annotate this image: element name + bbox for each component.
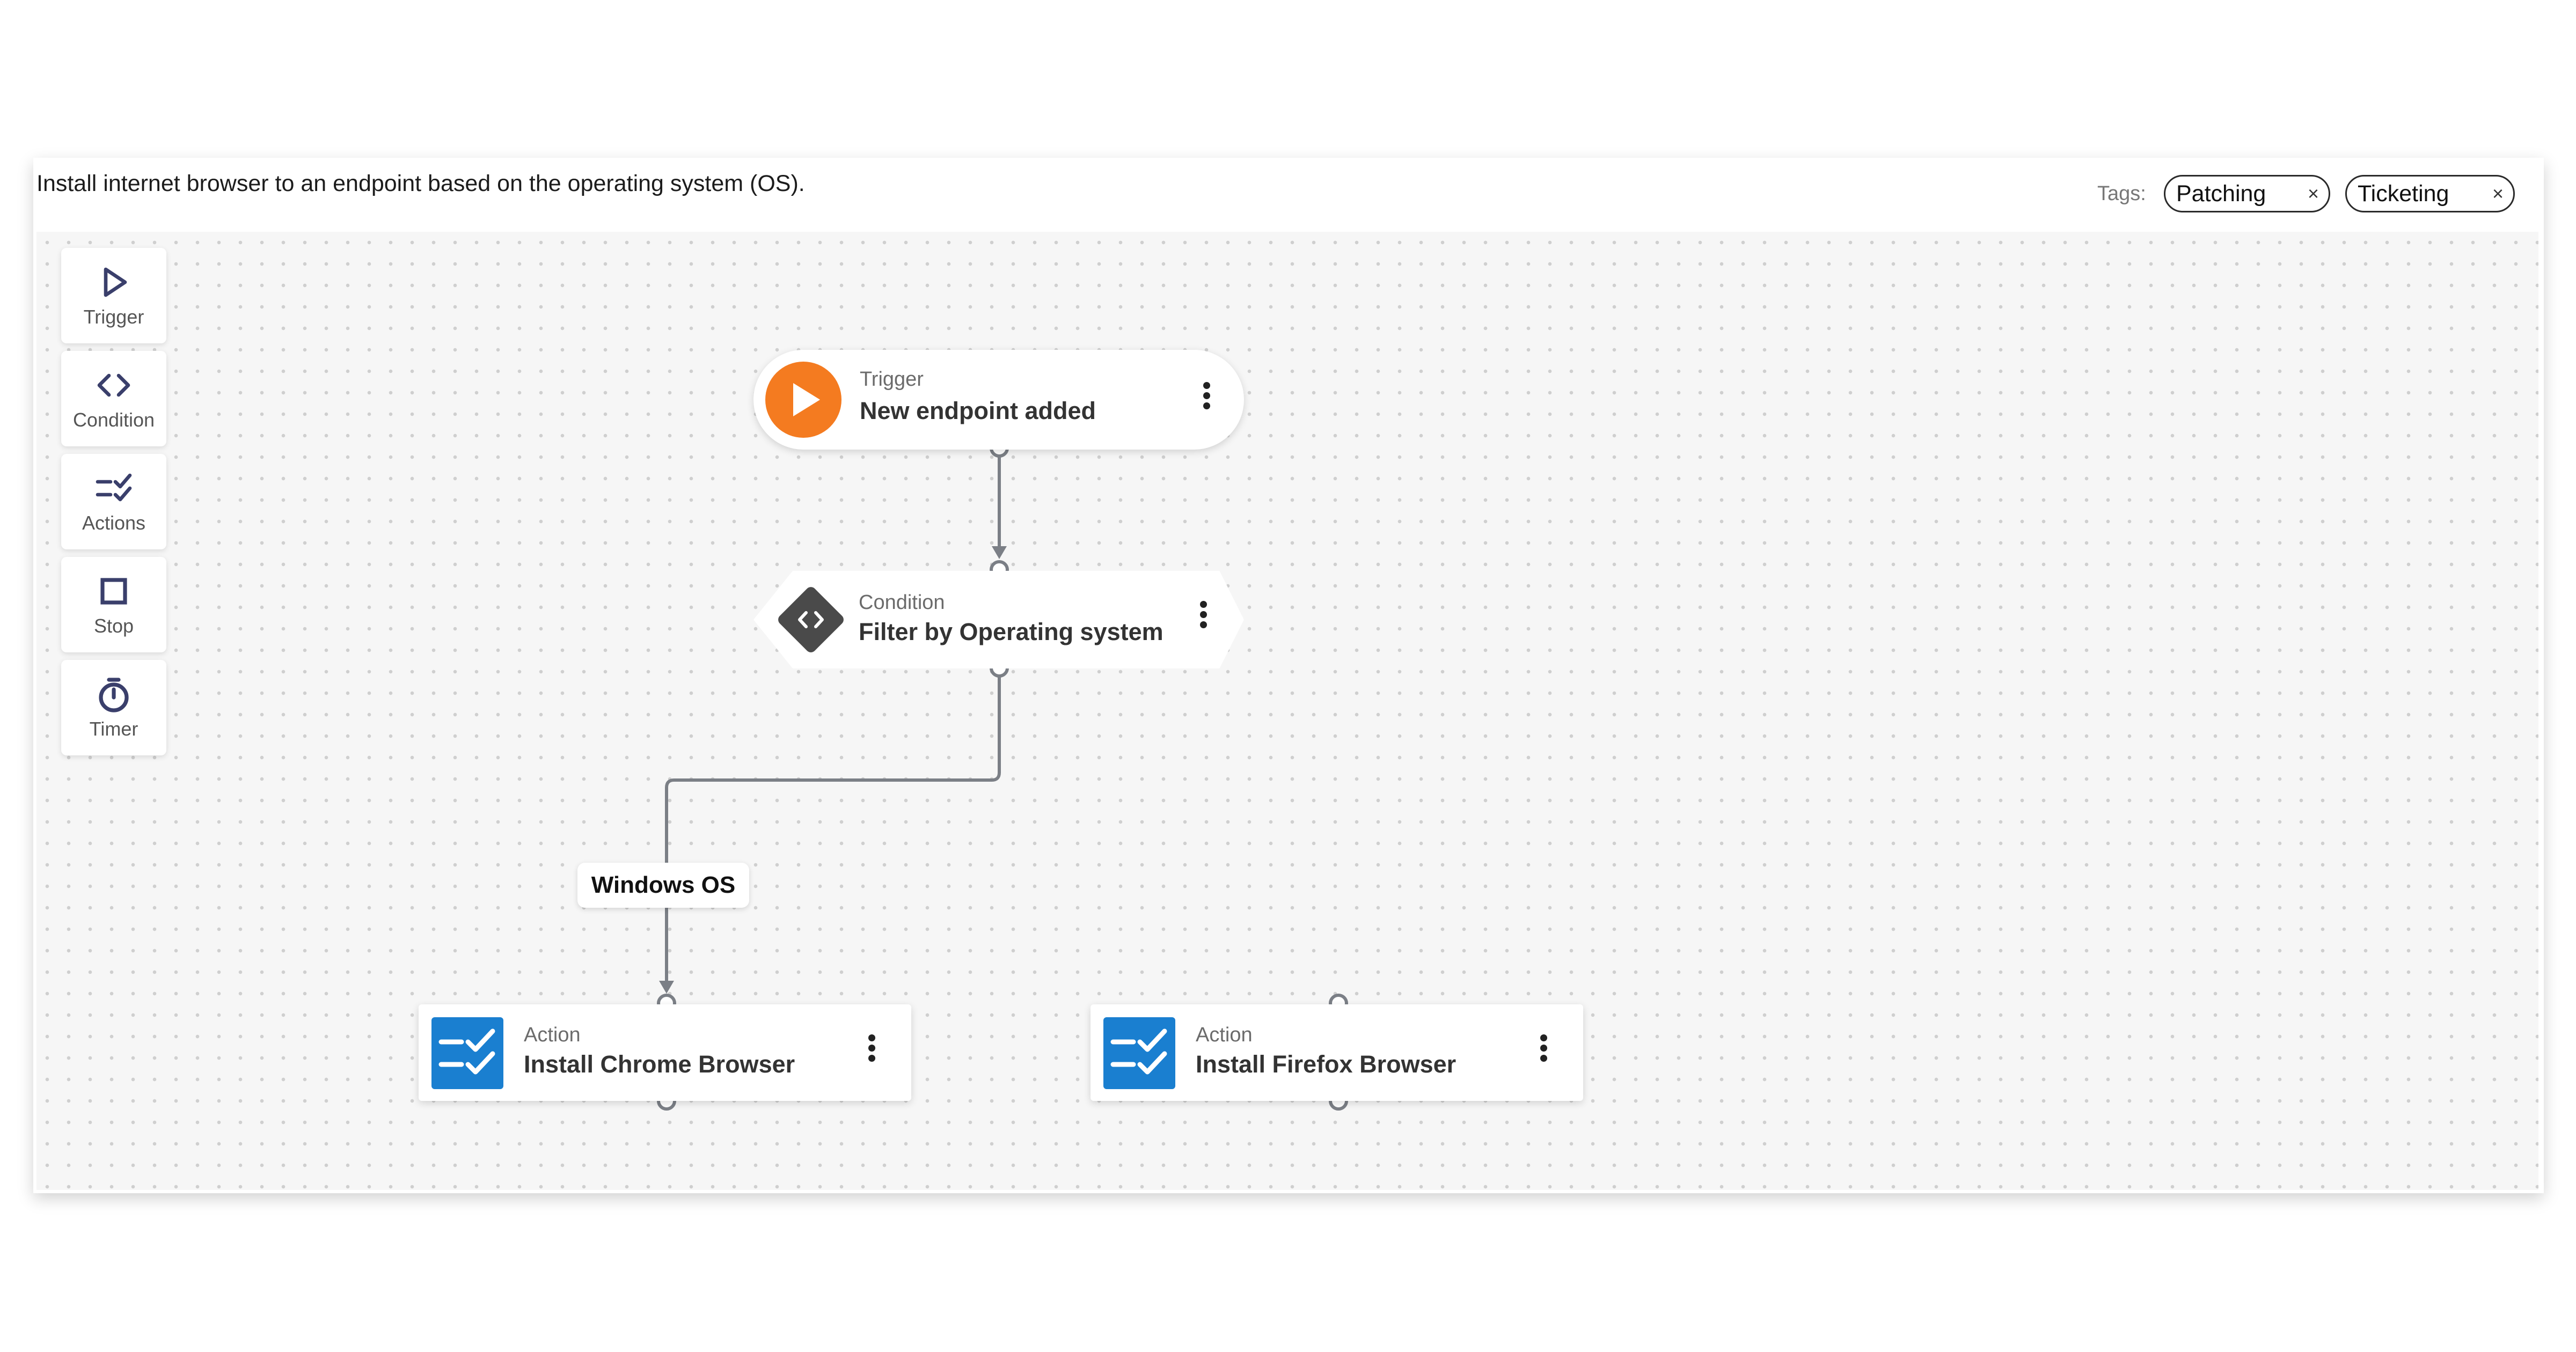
tag-label: Patching: [2176, 180, 2266, 207]
toolbox-label: Stop: [93, 615, 134, 637]
arrow-head: [659, 981, 674, 994]
arrow-head: [992, 546, 1007, 559]
node-kind: Trigger: [860, 368, 924, 391]
node-title: Filter by Operating system: [859, 618, 1163, 645]
stopwatch-icon: [99, 678, 129, 712]
node-kind: Action: [524, 1024, 581, 1046]
connector-line: [665, 668, 1001, 864]
more-options-icon[interactable]: [1201, 379, 1212, 422]
play-icon: [765, 362, 841, 438]
toolbox-trigger[interactable]: Trigger: [61, 248, 166, 343]
play-outline-icon: [104, 267, 127, 297]
toolbox-label: Actions: [82, 512, 146, 534]
code-brackets-icon: [778, 587, 844, 652]
remove-tag-icon[interactable]: ×: [2307, 182, 2319, 204]
toolbox-label: Timer: [89, 718, 138, 740]
toolbox-label: Condition: [72, 409, 155, 431]
action-node-chrome[interactable]: Action Install Chrome Browser: [419, 1004, 911, 1101]
toolbox-label: Trigger: [83, 306, 144, 328]
toolbox-timer[interactable]: Timer: [61, 660, 166, 755]
node-kind: Condition: [859, 591, 945, 614]
node-title: Install Chrome Browser: [524, 1050, 795, 1078]
tags-label: Tags:: [2097, 182, 2146, 205]
square-icon: [100, 578, 127, 605]
toolbox-actions[interactable]: Actions: [61, 454, 166, 549]
tag-label: Ticketing: [2358, 180, 2449, 207]
code-brackets-icon: [97, 373, 130, 397]
checklist-icon: [96, 473, 132, 502]
toolbox-stop[interactable]: Stop: [61, 557, 166, 652]
node-title: New endpoint added: [860, 397, 1096, 424]
tag-patching[interactable]: Patching ×: [2164, 175, 2330, 212]
remove-tag-icon[interactable]: ×: [2492, 182, 2504, 204]
trigger-node[interactable]: Trigger New endpoint added: [753, 350, 1244, 450]
checklist-icon: [431, 1017, 503, 1089]
more-options-icon[interactable]: [1198, 598, 1209, 641]
more-options-icon[interactable]: [866, 1031, 877, 1074]
action-node-firefox[interactable]: Action Install Firefox Browser: [1091, 1004, 1583, 1101]
workflow-description: Install internet browser to an endpoint …: [36, 171, 805, 196]
toolbox-condition[interactable]: Condition: [61, 351, 166, 446]
node-kind: Action: [1196, 1024, 1253, 1046]
tag-ticketing[interactable]: Ticketing ×: [2345, 175, 2515, 212]
more-options-icon[interactable]: [1538, 1031, 1549, 1074]
node-title: Install Firefox Browser: [1196, 1050, 1457, 1078]
condition-node[interactable]: Condition Filter by Operating system: [753, 571, 1244, 668]
checklist-icon: [1103, 1017, 1175, 1089]
branch-label[interactable]: Windows OS: [577, 863, 749, 908]
